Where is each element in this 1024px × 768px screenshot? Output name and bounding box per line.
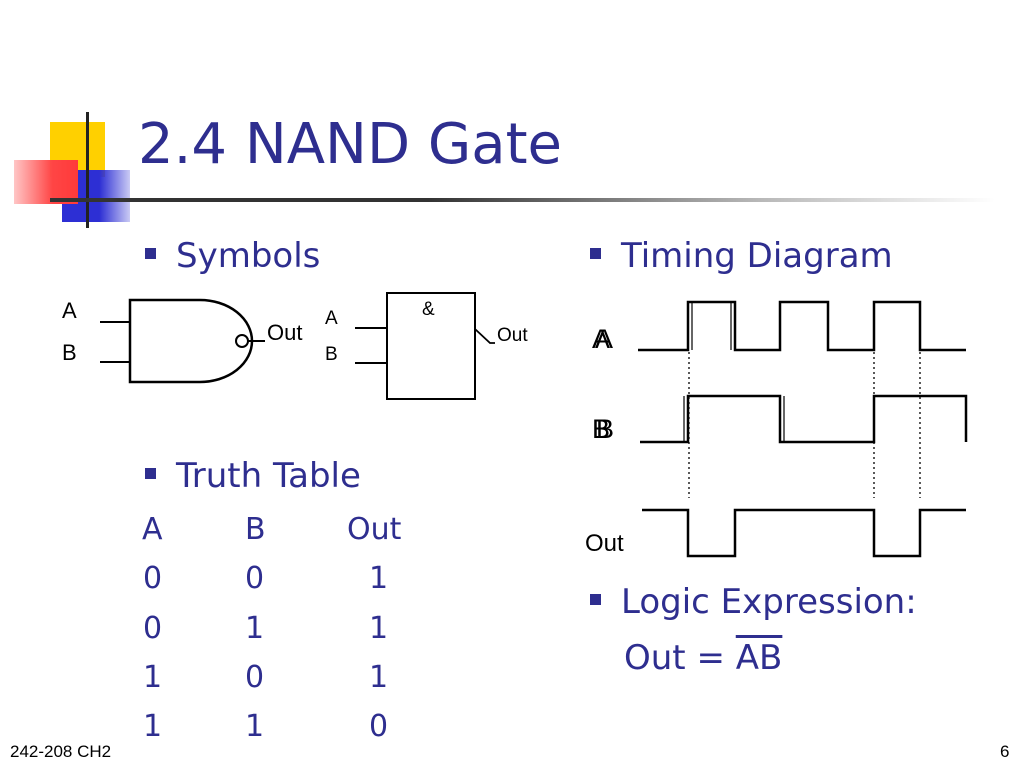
logic-expression-lhs: Out = (624, 638, 736, 678)
timing-diagram-heading: Timing Diagram (621, 236, 893, 276)
title-underline (50, 198, 995, 202)
truth-table-header-b: B (245, 512, 266, 547)
truth-table-cell: 1 (369, 561, 389, 596)
bullet-logic-expression: Logic Expression: (590, 582, 917, 622)
truth-table-cell: 0 (369, 709, 389, 744)
nand-gate-symbol (100, 298, 265, 384)
inversion-bubble-icon (235, 334, 249, 348)
output-label: Out (585, 530, 624, 557)
bullet-marker-icon (145, 468, 156, 479)
signal-a-label-shadow: A (595, 324, 614, 354)
truth-table-cell: 0 (245, 561, 265, 596)
truth-table-cell: 0 (143, 561, 163, 596)
output-waveform (642, 508, 966, 558)
gate2-input-b-label: B (325, 344, 338, 365)
logic-expression-heading: Logic Expression: (621, 582, 917, 622)
gate2-input-a-label: A (325, 308, 338, 329)
truth-table-cell: 1 (143, 660, 163, 695)
signal-b-label-shadow: B (596, 414, 615, 444)
symbols-heading: Symbols (176, 236, 321, 276)
footer-page-number: 6 (1000, 742, 1010, 761)
gate1-output-label: Out (267, 320, 303, 345)
truth-table-cell: 0 (143, 611, 163, 646)
logic-expression-rhs: AB (735, 638, 783, 678)
truth-table-cell: 1 (369, 660, 389, 695)
truth-table-cell: 0 (245, 660, 265, 695)
truth-table-cell: 1 (143, 709, 163, 744)
signal-b-label: B (592, 414, 611, 444)
gate1-input-b-label: B (62, 340, 77, 365)
signal-a-waveform (638, 300, 966, 352)
gate1-input-a-label: A (62, 298, 77, 323)
nand-iec-symbol (355, 292, 495, 400)
truth-table-cell: 1 (245, 611, 265, 646)
bullet-marker-icon (145, 248, 156, 259)
truth-table-header-a: A (142, 512, 163, 547)
iec-gate-body (386, 292, 476, 400)
signal-b-waveform (640, 394, 968, 444)
inversion-triangle-icon (474, 328, 495, 344)
gate2-function-label: & (422, 299, 435, 320)
slide-title: 2.4 NAND Gate (138, 112, 562, 177)
truth-table-heading: Truth Table (176, 456, 361, 496)
logic-expression: Out = AB (624, 638, 782, 678)
bullet-marker-icon (590, 248, 601, 259)
bullet-symbols: Symbols (145, 236, 320, 276)
decor-red-square (14, 160, 78, 204)
truth-table-cell: 1 (245, 709, 265, 744)
truth-table-cell: 1 (369, 611, 389, 646)
bullet-marker-icon (590, 594, 601, 605)
decor-vertical-line (86, 112, 89, 228)
footer-course-code: 242-208 CH2 (10, 742, 112, 761)
signal-a-label: A (592, 324, 611, 354)
bullet-timing-diagram: Timing Diagram (590, 236, 893, 276)
gate2-output-label: Out (497, 325, 528, 346)
nand-gate-body (128, 298, 254, 384)
truth-table-header-out: Out (347, 512, 402, 547)
bullet-truth-table: Truth Table (145, 456, 361, 496)
